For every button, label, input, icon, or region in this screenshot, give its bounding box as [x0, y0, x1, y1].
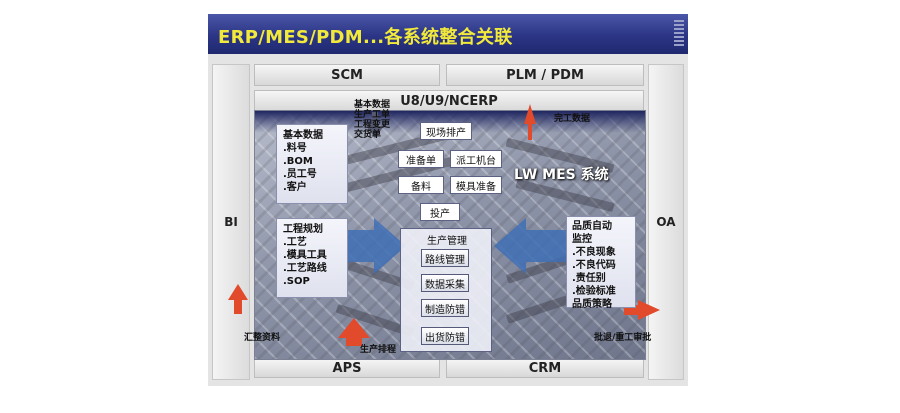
plm-pdm-bar: PLM / PDM [446, 64, 644, 86]
basic-data-item: .BOM [283, 156, 313, 167]
engineering-item: .工艺路线 [283, 263, 327, 274]
production-management-heading: 生产管理 [427, 236, 467, 247]
quality-item: .责任别 [572, 273, 606, 284]
slide: ERP/MES/PDM...各系统整合关联 SCM PLM / PDM U8/U… [208, 14, 688, 386]
label-delivery: 交货单 [354, 130, 382, 140]
engineering-heading: 工程规划 [283, 224, 323, 235]
scm-bar: SCM [254, 64, 440, 86]
label-work-order: 生产工单 [354, 110, 391, 120]
mold-prep-box: 模具准备 [450, 176, 502, 194]
red-arrow-up-icon [524, 104, 536, 140]
slide-title: ERP/MES/PDM...各系统整合关联 [218, 27, 513, 48]
shipping-errorproof-item: 出货防错 [421, 327, 469, 345]
route-management-item: 路线管理 [421, 249, 469, 267]
basic-data-item: .料号 [283, 143, 307, 154]
red-arrow-aps-icon [338, 318, 370, 346]
production-management-panel: 生产管理 路线管理 数据采集 制造防错 出货防错 [400, 228, 492, 352]
mes-system-title: LW MES 系统 [514, 167, 609, 183]
basic-data-item: .客户 [283, 182, 307, 193]
dispatch-machine-box: 派工机台 [450, 150, 502, 168]
label-basic-data: 基本数据 [354, 100, 391, 110]
erp-to-mes-labels: 基本数据 生产工单 工程变更 交货单 [354, 100, 390, 140]
completion-data-label: 完工数据 [554, 114, 591, 124]
basic-data-item: .员工号 [283, 169, 317, 180]
prep-order-box: 准备单 [398, 150, 444, 168]
basic-data-panel: 基本数据 .料号 .BOM .员工号 .客户 [276, 124, 348, 204]
quality-item: .检验标准 [572, 286, 616, 297]
engineering-item: .模具工具 [283, 250, 327, 261]
summary-label: 汇整资料 [244, 333, 281, 343]
engineering-item: .SOP [283, 276, 310, 287]
oa-column: OA [648, 64, 684, 380]
quality-item: 品质策略 [572, 299, 612, 310]
engineering-panel: 工程规划 .工艺 .模具工具 .工艺路线 .SOP [276, 218, 348, 298]
quality-item: .不良现象 [572, 247, 616, 258]
data-collection-item: 数据采集 [421, 274, 469, 292]
manufacturing-errorproof-item: 制造防错 [421, 299, 469, 317]
production-input-box: 投产 [420, 203, 460, 221]
red-arrow-bi-icon [228, 284, 248, 314]
basic-data-heading: 基本数据 [283, 130, 323, 141]
quality-heading: 品质自动监控 [572, 221, 612, 245]
quality-panel: 品质自动监控 .不良现象 .不良代码 .责任别 .检验标准 品质策略 [566, 216, 636, 310]
engineering-item: .工艺 [283, 237, 307, 248]
title-decoration [674, 20, 684, 48]
down-arrow-icon [366, 112, 384, 138]
quality-item: .不良代码 [572, 260, 616, 271]
schedule-label: 生产排程 [360, 345, 397, 355]
label-eng-change: 工程变更 [354, 120, 391, 130]
blue-arrow-left-icon [494, 218, 568, 274]
material-prep-box: 备料 [398, 176, 444, 194]
title-bar: ERP/MES/PDM...各系统整合关联 [208, 14, 688, 54]
return-approval-label: 批退/重工审批 [594, 333, 652, 343]
aps-bar: APS [254, 358, 440, 378]
onsite-scheduling-box: 现场排产 [420, 122, 472, 140]
bi-column: BI [212, 64, 250, 380]
